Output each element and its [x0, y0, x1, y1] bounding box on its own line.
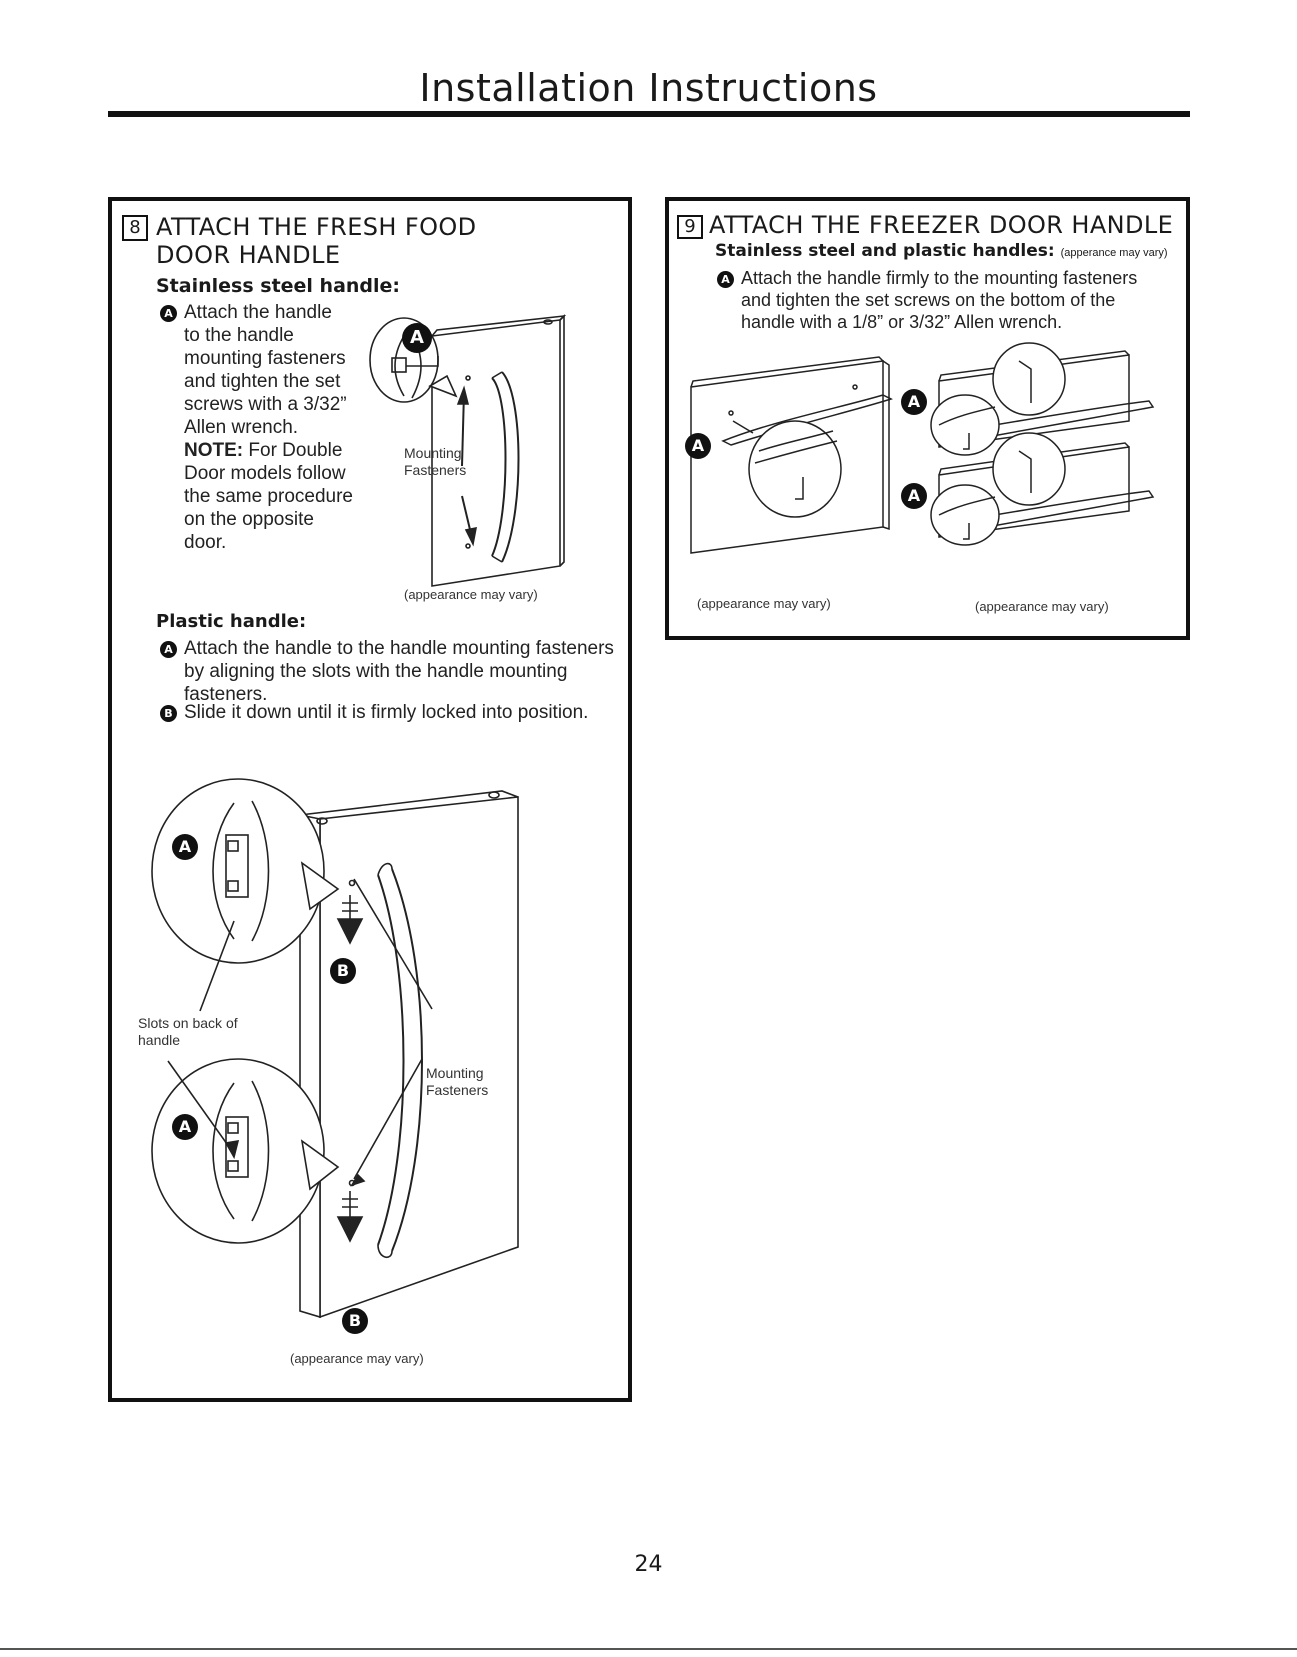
- bullet-a-icon: A: [717, 271, 734, 288]
- freezer-right-callout-a-bottom-icon: A: [901, 483, 927, 509]
- step-9-instructions: Attach the handle firmly to the mounting…: [741, 268, 1138, 332]
- fig2-mounting-label: Mounting Fasteners: [426, 1065, 489, 1098]
- fig2-callout-a-top-icon: A: [172, 834, 198, 860]
- fig2-callout-a-bottom-icon: A: [172, 1114, 198, 1140]
- stainless-door-illustration: [369, 314, 567, 587]
- freezer-left-caption: (appearance may vary): [697, 596, 831, 611]
- fig2-callout-b-bottom-icon: B: [342, 1308, 368, 1334]
- page-number: 24: [634, 1552, 663, 1577]
- freezer-double-drawer-illustration: [930, 342, 1155, 546]
- fig2-callout-b-top-icon: B: [330, 958, 356, 984]
- title-rule: [108, 111, 1190, 117]
- page-title: Installation Instructions: [419, 66, 878, 110]
- bullet-a-icon: A: [160, 641, 177, 658]
- bullet-a-icon: A: [160, 305, 177, 322]
- step-8-panel: 8 ATTACH THE FRESH FOOD DOOR HANDLE Stai…: [108, 197, 632, 1402]
- note-label: NOTE:: [184, 440, 244, 461]
- freezer-left-callout-a-icon: A: [685, 433, 711, 459]
- fig2-slots-label: Slots on back of handle: [138, 1015, 238, 1048]
- bullet-b-icon: B: [160, 705, 177, 722]
- fig1-callout-a-icon: A: [402, 323, 432, 353]
- step-9-number: 9: [677, 215, 703, 239]
- step-9-panel: 9 ATTACH THE FREEZER DOOR HANDLE Stainle…: [665, 197, 1190, 640]
- plastic-step-b: Slide it down until it is firmly locked …: [184, 702, 589, 723]
- freezer-right-caption: (appearance may vary): [975, 599, 1109, 614]
- fig1-caption: (appearance may vary): [404, 587, 538, 602]
- step-9-heading: Stainless steel and plastic handles: (ap…: [715, 241, 1168, 261]
- plastic-heading: Plastic handle:: [156, 611, 307, 632]
- plastic-door-illustration: [151, 778, 519, 1319]
- step-9-title: ATTACH THE FREEZER DOOR HANDLE: [709, 211, 1174, 239]
- plastic-step-a: Attach the handle to the handle mounting…: [184, 638, 614, 705]
- fig1-mounting-label: Mounting Fasteners: [404, 445, 467, 478]
- stainless-heading: Stainless steel handle:: [156, 275, 401, 297]
- step-8-number: 8: [122, 215, 148, 241]
- fig2-caption: (appearance may vary): [290, 1351, 424, 1366]
- step-8-title-line2: DOOR HANDLE: [156, 241, 341, 269]
- step-8-title-line1: ATTACH THE FRESH FOOD: [156, 213, 477, 241]
- freezer-right-callout-a-top-icon: A: [901, 389, 927, 415]
- stainless-instructions: Attach the handle to the handle mounting…: [184, 302, 353, 553]
- freezer-drawer-illustration: [690, 356, 893, 554]
- bottom-edge-rule: [0, 1648, 1297, 1650]
